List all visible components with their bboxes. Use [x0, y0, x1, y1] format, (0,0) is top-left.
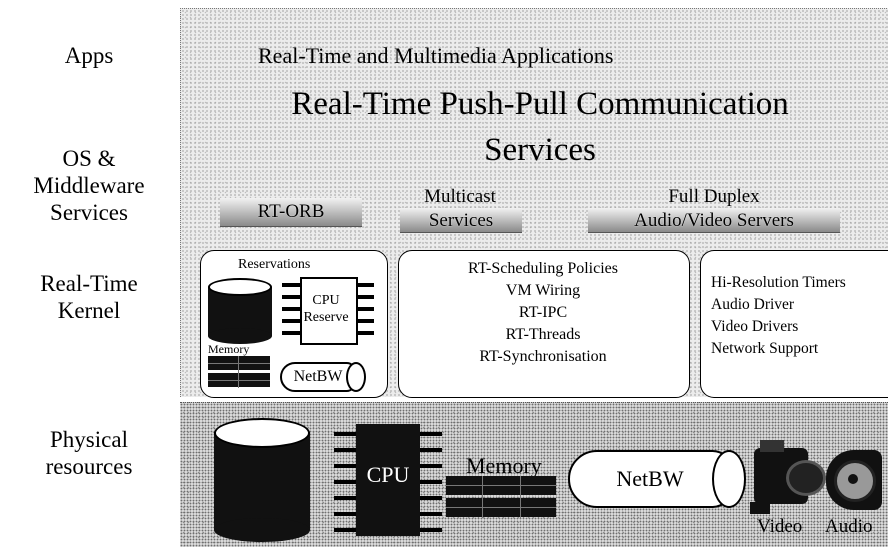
netbw-reserve-label: NetBW [293, 368, 343, 385]
av-servers-label: Audio/Video Servers [634, 210, 794, 231]
layer-label-apps: Apps [64, 43, 114, 68]
cpu-reserve-label: CPU Reserve [298, 292, 354, 326]
layer-label-line: Real-Time [40, 271, 138, 296]
apps-title: Real-Time and Multimedia Applications [258, 43, 614, 68]
cpu-chip-icon [334, 424, 444, 536]
netbw-label: NetBW [616, 466, 684, 491]
driver-item: Hi-Resolution Timers [711, 274, 846, 291]
push-pull-title: Real-Time Push-Pull Communication [291, 86, 789, 122]
multicast-bar: Services [400, 208, 522, 233]
audio-speaker-icon [820, 446, 888, 516]
rt-orb-bar: RT-ORB [220, 198, 362, 227]
layer-label-line: Kernel [57, 298, 121, 323]
drivers-list: Hi-Resolution Timers Audio Driver Video … [711, 272, 846, 360]
layer-label-line: OS & [62, 146, 116, 171]
cpu-reserve-line: CPU [312, 293, 340, 308]
layer-label-kernel: Real-Time Kernel [0, 270, 178, 324]
kernel-service-item: RT-Scheduling Policies [468, 260, 618, 277]
storage-cylinder-icon [208, 278, 272, 344]
video-label: Video [757, 516, 803, 537]
pipe-end-icon [346, 362, 366, 392]
av-servers-bar: Audio/Video Servers [588, 208, 840, 233]
video-camera-icon [750, 440, 826, 516]
driver-item: Audio Driver [711, 296, 795, 313]
layer-label-physical: Physical resources [0, 426, 178, 480]
kernel-service-item: RT-IPC [518, 304, 568, 321]
audio-label: Audio [825, 516, 873, 537]
pipe-end-icon [712, 450, 746, 508]
cpu-reserve-line: Reserve [303, 310, 349, 325]
cpu-label: CPU [366, 462, 410, 487]
driver-item: Network Support [711, 340, 819, 357]
kernel-services-list: RT-Scheduling Policies VM Wiring RT-IPC … [398, 258, 688, 368]
multicast-label: Multicast [424, 186, 496, 207]
push-pull-title-line2: Services [484, 132, 596, 168]
cpu-reserve-icon [280, 275, 376, 345]
full-duplex-label: Full Duplex [668, 186, 760, 207]
reservations-label: Reservations [238, 257, 311, 272]
kernel-services-box [398, 250, 690, 398]
memory-reserve-icon [208, 356, 270, 388]
netbw-reserve-icon: NetBW [280, 362, 356, 392]
layer-label-line: resources [45, 454, 133, 479]
driver-item: Video Drivers [711, 318, 799, 335]
kernel-service-item: VM Wiring [505, 282, 581, 299]
memory-module-icon [446, 476, 556, 518]
memory-label: Memory [208, 342, 250, 356]
rt-orb-label: RT-ORB [257, 201, 325, 222]
layer-label-line: Physical [50, 427, 128, 452]
netbw-pipe-icon: NetBW [568, 450, 732, 508]
layer-label-os-middleware: OS & Middleware Services [0, 145, 178, 226]
kernel-service-item: RT-Synchronisation [479, 348, 607, 365]
disk-cylinder-icon [214, 418, 310, 542]
kernel-service-item: RT-Threads [505, 326, 581, 343]
layer-label-line: Middleware [33, 173, 145, 198]
multicast-services-label: Services [428, 210, 494, 231]
layer-label-line: Services [50, 200, 128, 225]
drivers-box [700, 250, 888, 398]
memory-physical-label: Memory [466, 453, 542, 478]
